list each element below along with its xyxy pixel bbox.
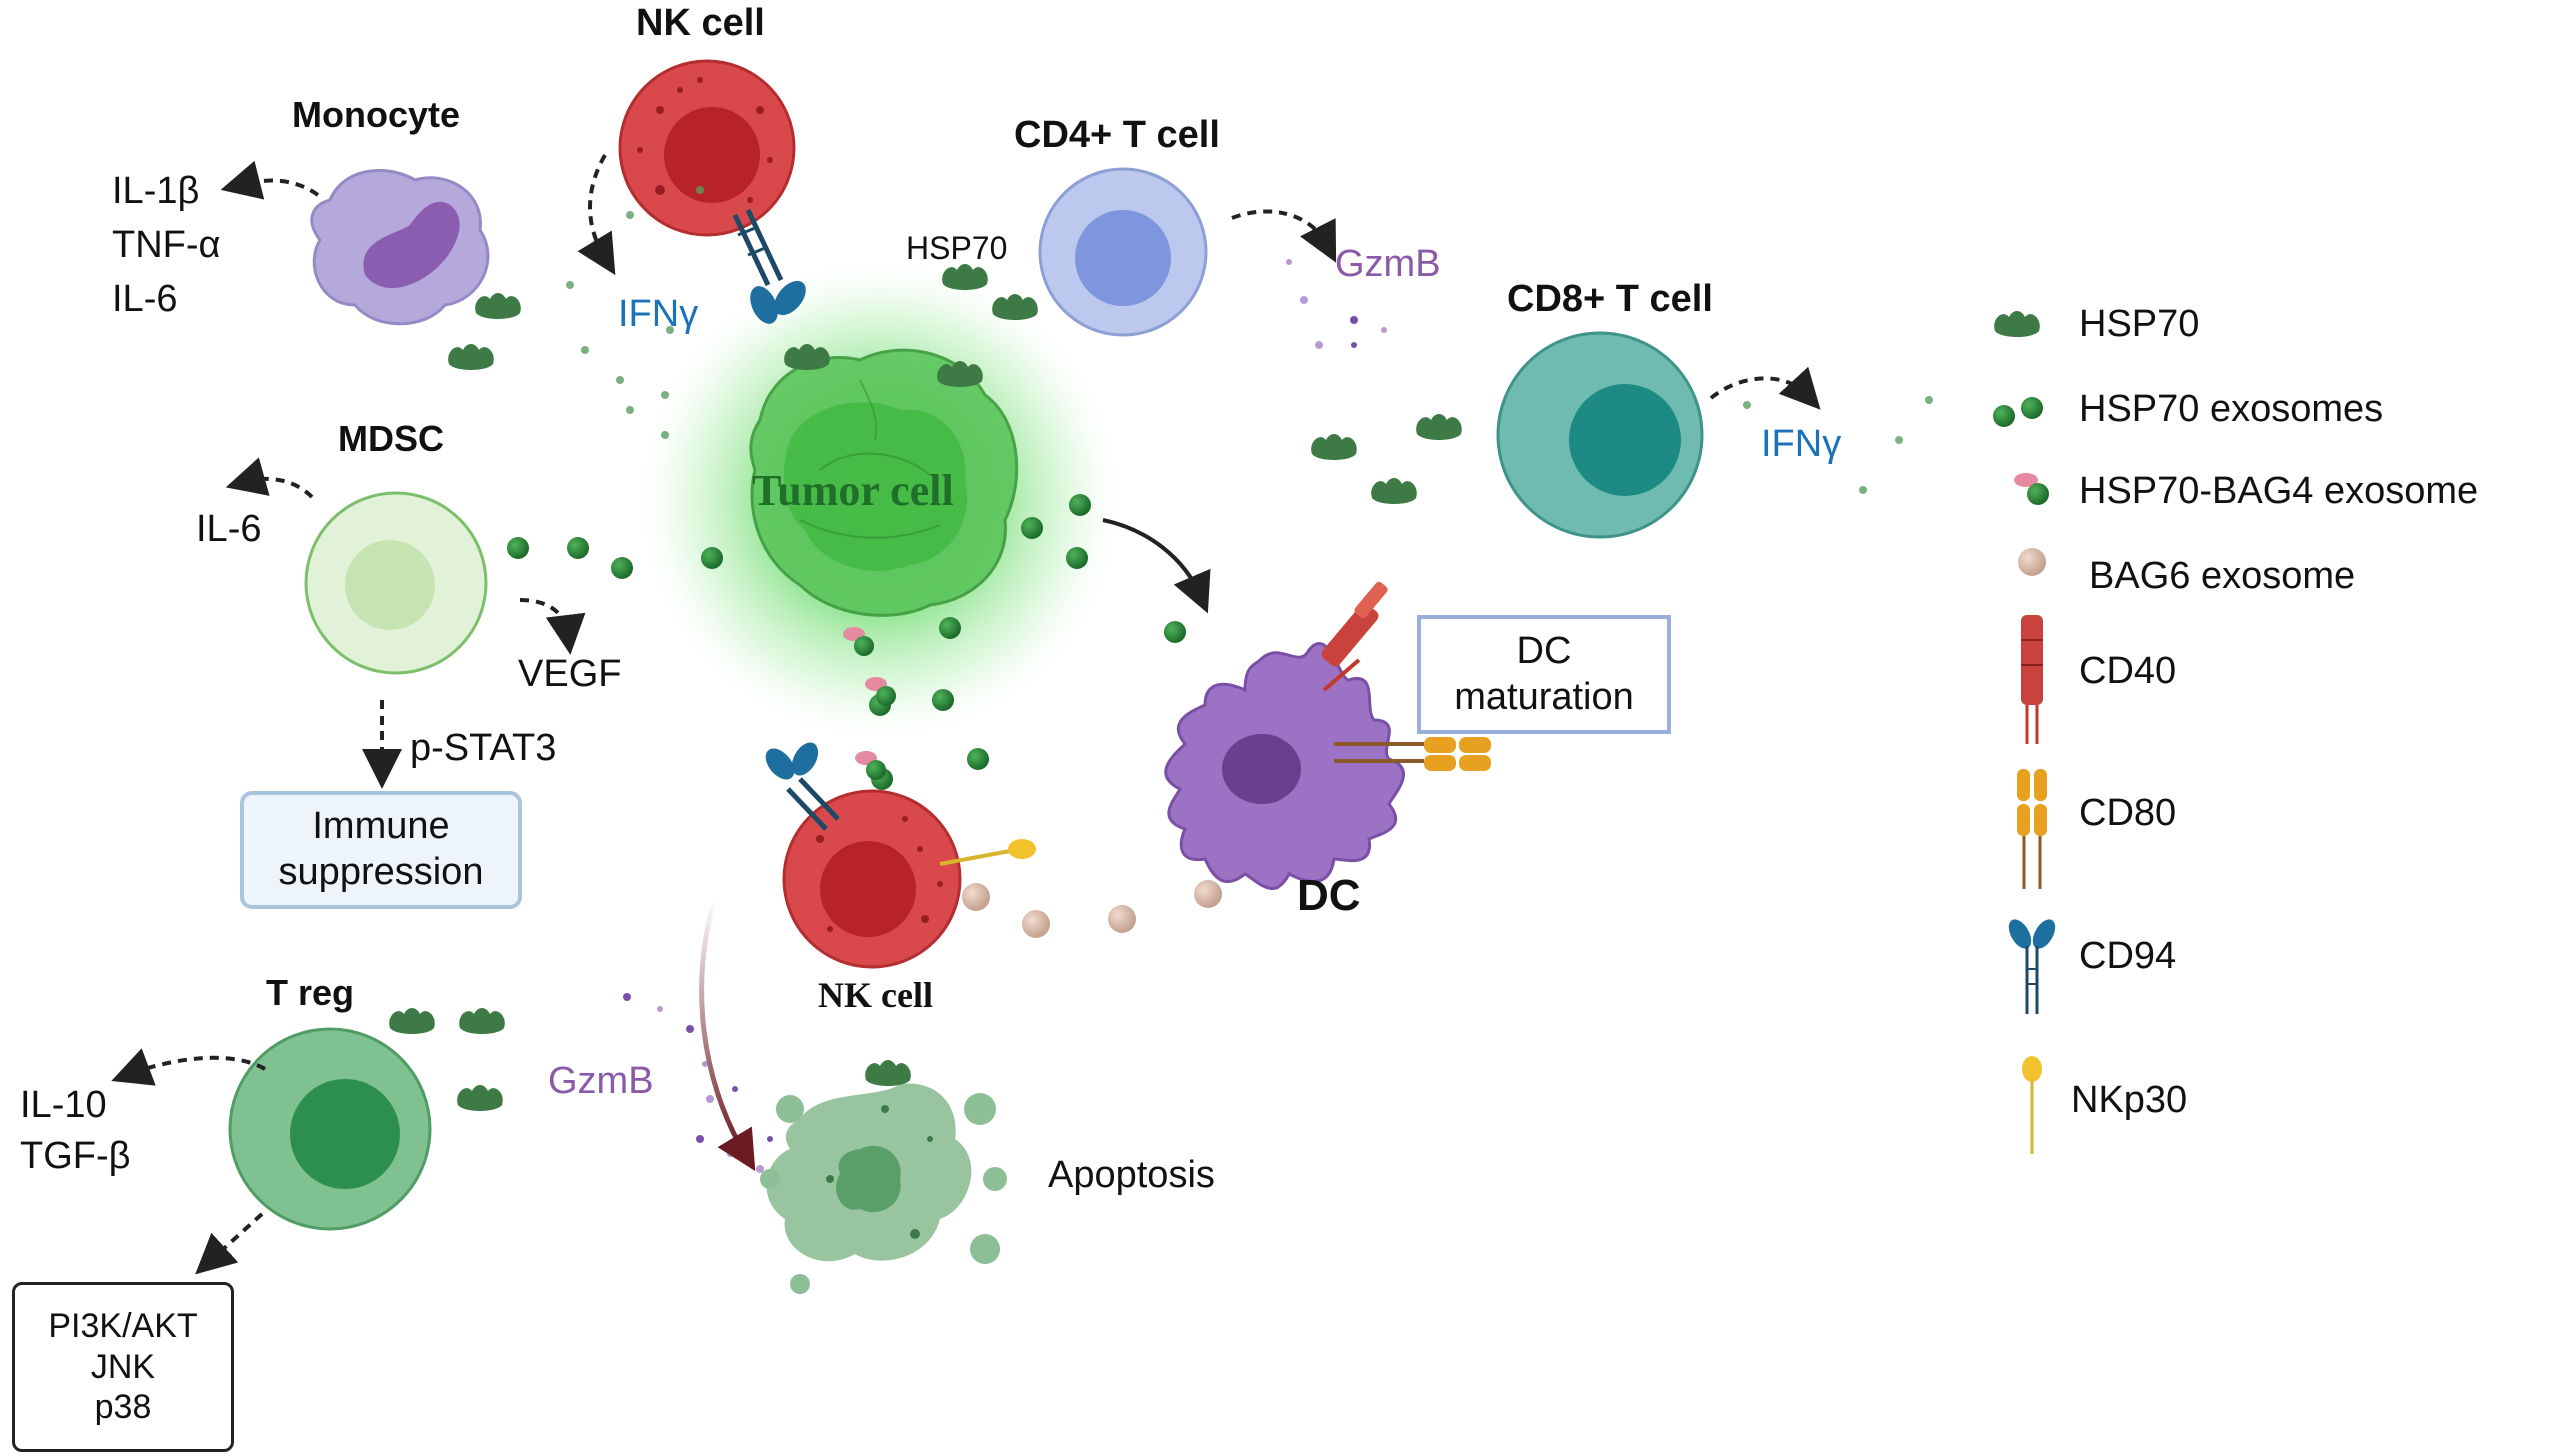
treg-cell [228,1027,432,1231]
apoptosis-label: Apoptosis [1048,1154,1215,1196]
nk-gzmb: GzmB [548,1060,654,1102]
immune-suppression-box: Immune suppression [240,791,522,909]
signaling-pathways-box: PI3K/AKT JNK p38 [12,1282,234,1452]
tumor-cell [630,250,1130,749]
cd4-t-cell-label: CD4+ T cell [1014,114,1220,156]
tumor-cell-label: Tumor cell [752,466,954,515]
mdsc-cell [304,491,488,675]
nk-cell-bottom [765,742,1036,969]
immune-suppression-line-2: suppression [278,851,484,893]
dc-maturation-box: DC maturation [1417,615,1671,734]
nk-cell-top-label: NK cell [636,2,765,44]
pathway-p38: p38 [94,1388,152,1427]
legend-hsp70-exosomes-label: HSP70 exosomes [2079,388,2384,430]
nk-cell-bottom-label: NK cell [818,975,933,1015]
legend-hsp70-label: HSP70 [2079,303,2200,345]
arrows [111,154,1821,1275]
cd94-receptor-bottom [765,742,840,831]
legend-icons [1993,311,2056,1154]
treg-il10: IL-10 [20,1084,107,1126]
cd4-t-cell [1038,167,1208,337]
dc-label: DC [1297,871,1361,920]
cd8-t-cell [1496,331,1704,539]
cd4-gzmb: GzmB [1335,243,1441,285]
legend-cd94-label: CD94 [2079,935,2177,977]
legend-hsp70-bag4-label: HSP70-BAG4 exosome [2079,470,2479,512]
cd80-receptor-dc [1334,737,1491,771]
legend-nkp30-label: NKp30 [2071,1079,2188,1121]
cd4-hsp70-label: HSP70 [906,230,1008,266]
cd94-receptor-top [732,208,806,324]
tumor-to-dc-arrow [1102,518,1211,614]
nk-to-apoptosis-arrow [699,898,756,1172]
legend-cd80-label: CD80 [2079,792,2177,834]
cd8-ifn-gamma: IFNγ [1761,423,1842,465]
monocyte-label: Monocyte [292,94,461,135]
monocyte-cell [310,169,490,326]
dc-maturation-line-2: maturation [1454,676,1634,718]
monocyte-tnfa: TNF-α [112,224,221,266]
pathway-jnk: JNK [90,1347,156,1386]
gzmb-particles [623,259,1387,1173]
dc-maturation-line-1: DC [1516,630,1572,673]
nk-ifn-gamma: IFNγ [618,293,699,335]
cd8-t-cell-label: CD8+ T cell [1507,278,1713,320]
bag6-exosomes [962,880,1222,938]
pathway-pi3k-akt: PI3K/AKT [48,1306,198,1345]
mdsc-vegf: VEGF [518,653,622,695]
nk-cell-top [618,59,806,324]
monocyte-il1b: IL-1β [112,170,200,212]
immune-suppression-line-1: Immune [312,805,450,848]
mdsc-pstat3: p-STAT3 [410,728,557,769]
monocyte-il6: IL-6 [112,278,178,320]
legend-bag6-label: BAG6 exosome [2089,555,2356,597]
nkp30-receptor [939,839,1036,866]
dc-cell [1164,581,1491,890]
legend-cd40-label: CD40 [2079,650,2177,692]
cd40-receptor-dc [1321,581,1388,692]
apoptotic-cell [760,1083,1007,1294]
mdsc-label: MDSC [338,418,444,459]
treg-label: T reg [266,972,355,1013]
mdsc-il6: IL-6 [196,508,262,550]
treg-tgfb: TGF-β [20,1135,131,1177]
